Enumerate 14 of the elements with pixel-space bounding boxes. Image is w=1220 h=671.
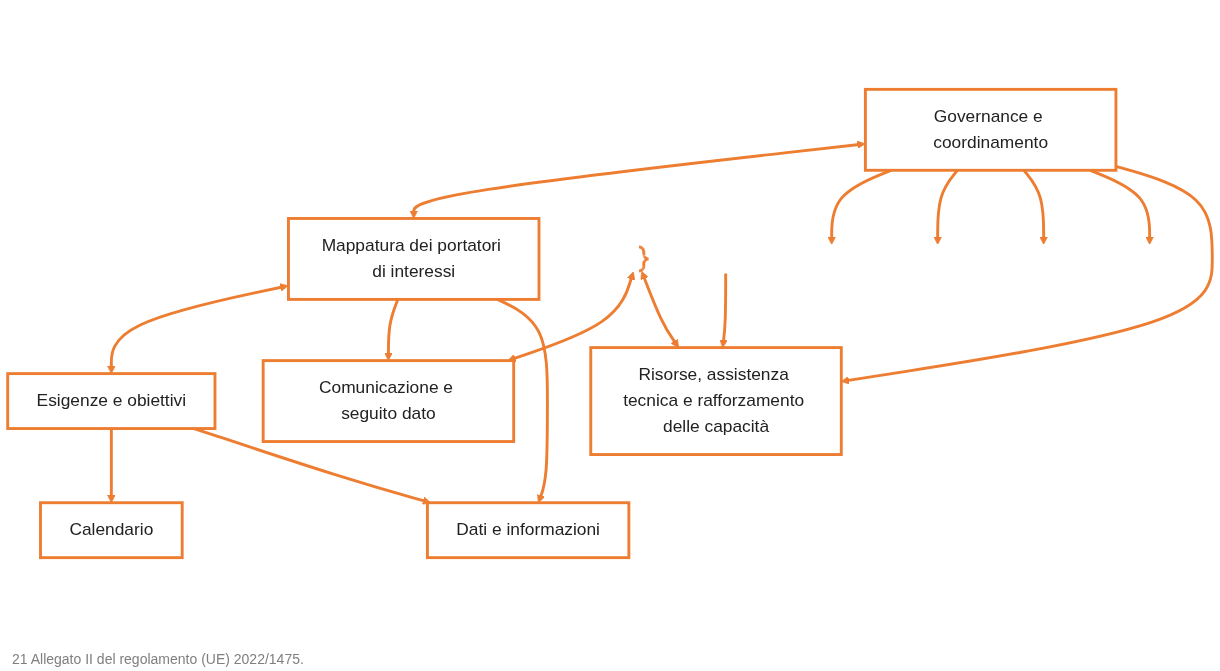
node-box: Comunicazione e seguito dato — [261, 359, 516, 443]
footnote: 21 Allegato II del regolamento (UE) 2022/1475. — [12, 651, 305, 667]
arrow — [719, 273, 728, 348]
node-box: Governance e coordinamento — [863, 87, 1118, 172]
node-box: Calendario — [39, 501, 184, 560]
node-box: Mappatura dei portatori di interessi — [287, 217, 541, 301]
node-box: Risorse, assistenza tecnica e rafforzamento delle capacità — [589, 346, 843, 456]
node-box: Esigenze e obiettivi — [6, 372, 217, 430]
arrow — [640, 270, 680, 348]
arrow — [409, 140, 866, 219]
arrow — [507, 271, 636, 363]
node-bracket — [637, 245, 651, 273]
arrow — [107, 283, 289, 374]
node-box: Dati e informazioni — [425, 501, 631, 560]
